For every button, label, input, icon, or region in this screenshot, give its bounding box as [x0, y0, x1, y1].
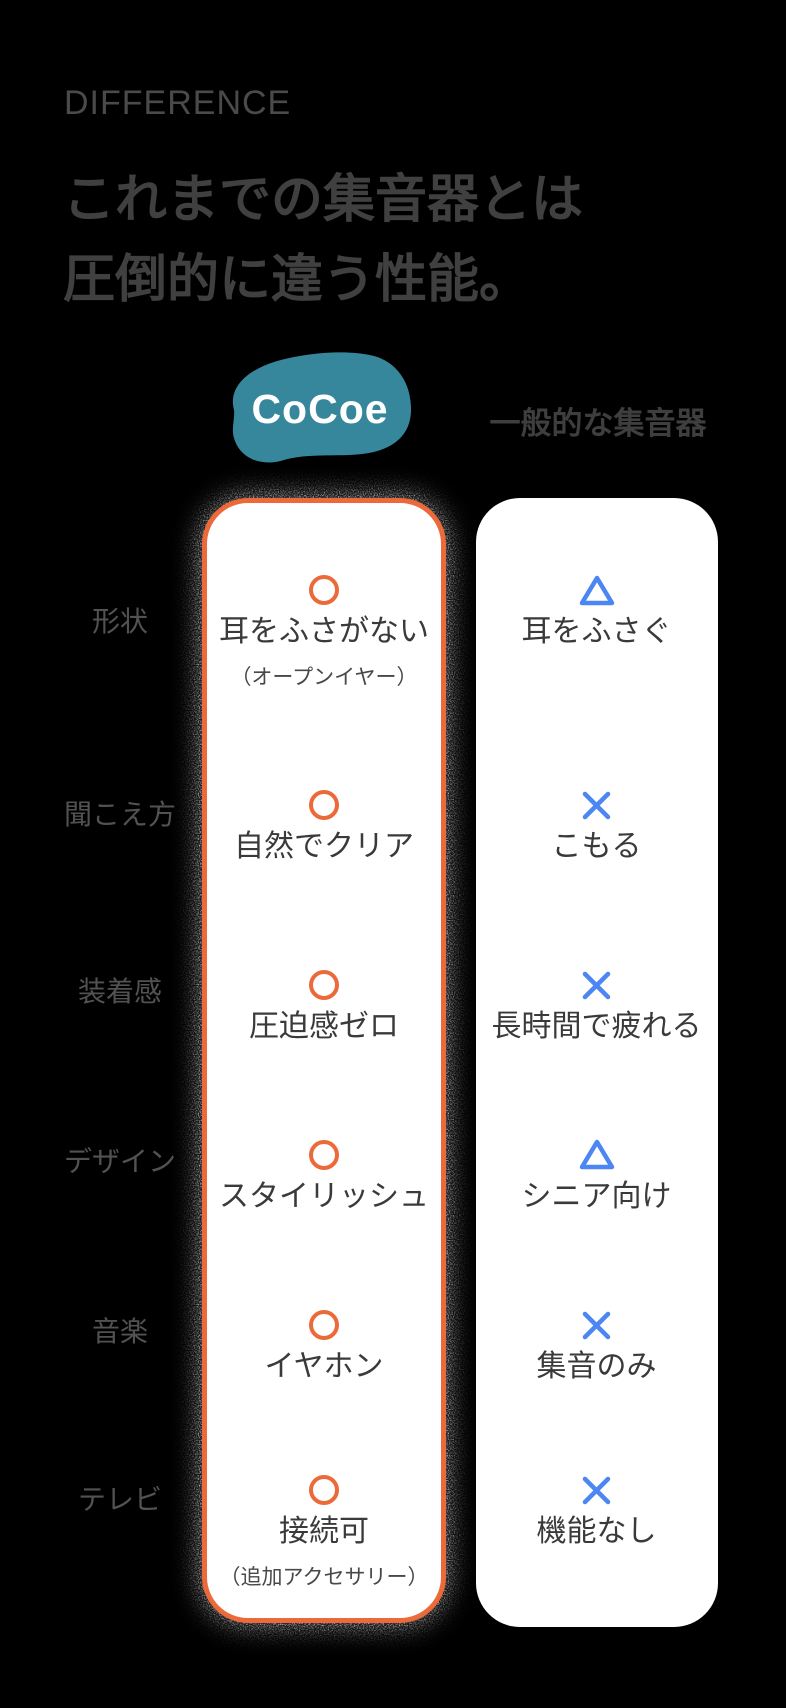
triangle-icon: [579, 575, 615, 606]
circle-icon: [309, 1475, 339, 1505]
x-icon: [582, 1311, 611, 1340]
cocoe-column-card: [202, 498, 446, 1623]
circle-icon: [309, 575, 339, 605]
row-label-shape: 形状: [91, 606, 148, 637]
circle-icon: [309, 1140, 339, 1170]
triangle-icon: [579, 1139, 615, 1170]
cocoe-cell-text: スタイリッシュ: [219, 1180, 429, 1213]
logo-text: CoCoe: [251, 386, 388, 432]
heading-line-1: これまでの集音器とは: [63, 171, 584, 229]
cocoe-cell-subtext: （追加アクセサリー）: [219, 1566, 429, 1589]
cocoe-cell-text: 圧迫感ゼロ: [249, 1010, 399, 1043]
circle-icon: [309, 970, 339, 1000]
x-icon: [582, 1476, 611, 1505]
row-label-comfort: 装着感: [77, 976, 162, 1007]
cocoe-cell-subtext: （オープンイヤー）: [230, 666, 418, 689]
generic-cell-text: 耳をふさぐ: [521, 615, 672, 648]
circle-icon: [309, 1310, 339, 1340]
generic-cell-text: 長時間で疲れる: [491, 1010, 702, 1043]
section-heading: これまでの集音器とは 圧倒的に違う性能。: [63, 160, 583, 320]
cocoe-cell-text: 接続可: [279, 1515, 369, 1548]
generic-column-card: [476, 498, 718, 1627]
row-label-sound: 聞こえ方: [63, 799, 176, 830]
generic-cell-text: シニア向け: [521, 1180, 672, 1213]
x-icon: [582, 791, 611, 820]
generic-cell-text: 集音のみ: [536, 1350, 657, 1383]
generic-cell-text: こもる: [551, 830, 642, 863]
row-label-music: 音楽: [91, 1316, 148, 1347]
cocoe-cell-text: 耳をふさがない: [219, 615, 429, 648]
heading-line-2: 圧倒的に違う性能。: [63, 251, 532, 309]
row-label-tv: テレビ: [77, 1484, 162, 1515]
logo-blob-shape: [232, 352, 412, 463]
circle-icon: [309, 790, 339, 820]
cocoe-logo: CoCoe: [232, 352, 412, 463]
generic-cell-text: 機能なし: [536, 1515, 657, 1548]
cocoe-cell-text: 自然でクリア: [234, 830, 414, 863]
cocoe-cell-text: イヤホン: [264, 1350, 384, 1383]
x-icon: [582, 971, 611, 1000]
section-kicker: DIFFERENCE: [64, 84, 292, 122]
row-label-design: デザイン: [63, 1146, 176, 1177]
competitor-column-header: 一般的な集音器: [489, 406, 707, 441]
